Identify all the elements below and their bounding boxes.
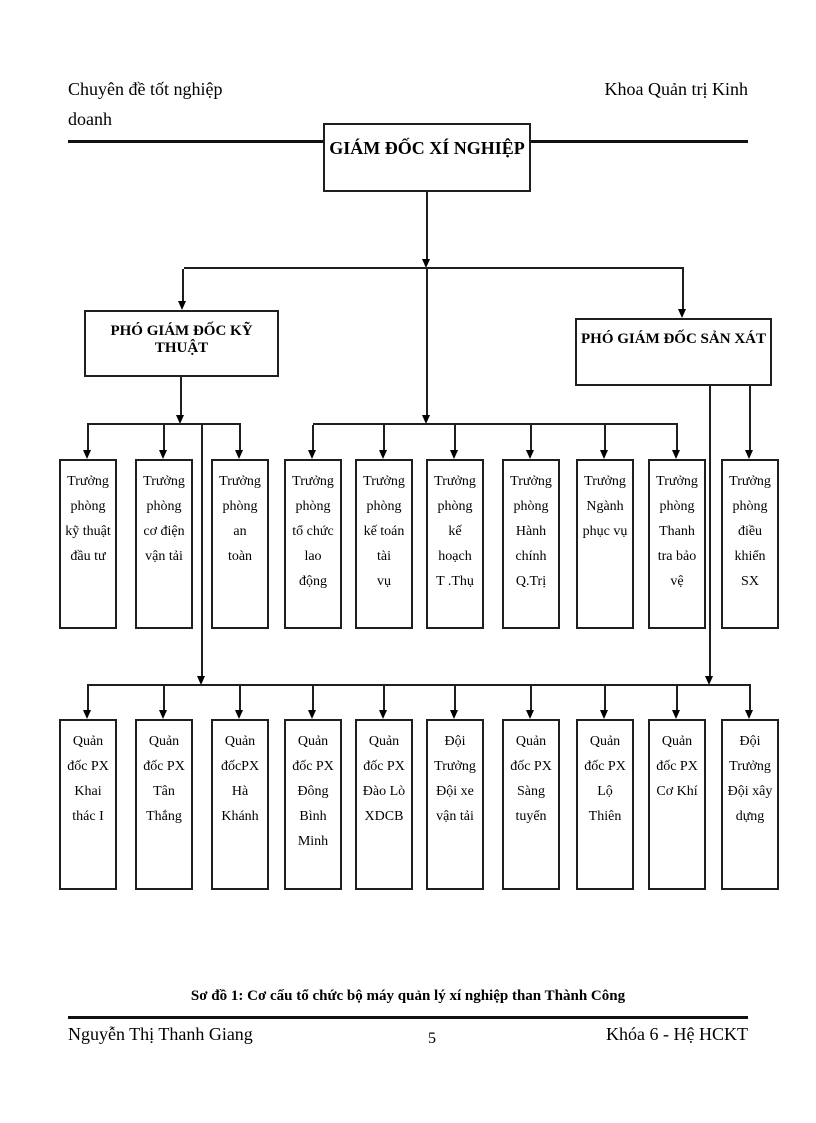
org-box-department: Trưởng phòng điều khiển SX bbox=[721, 459, 779, 629]
down-arrowhead bbox=[422, 259, 430, 268]
connector-vline bbox=[682, 269, 684, 310]
connector-vline bbox=[180, 377, 182, 416]
down-arrowhead bbox=[672, 710, 680, 719]
org-box-department: Trưởng phòng an toàn bbox=[211, 459, 269, 629]
down-arrowhead bbox=[308, 450, 316, 459]
connector-vline bbox=[239, 686, 241, 711]
connector-vline bbox=[749, 386, 751, 451]
org-box-unit: Quản đốc PX Sàng tuyển bbox=[502, 719, 560, 890]
connector-vline bbox=[182, 269, 184, 302]
org-box-department: Trưởng Ngành phục vụ bbox=[576, 459, 634, 629]
org-box-unit: Quản đốc PX Khai thác I bbox=[59, 719, 117, 890]
down-arrowhead bbox=[379, 710, 387, 719]
down-arrowhead bbox=[422, 415, 430, 424]
down-arrowhead bbox=[235, 450, 243, 459]
down-arrowhead bbox=[745, 450, 753, 459]
connector-vline bbox=[530, 425, 532, 451]
connector-vline bbox=[676, 425, 678, 451]
connector-vline bbox=[312, 425, 314, 451]
connector-vline bbox=[530, 686, 532, 711]
org-box-department: Trưởng phòng kế toán tài vụ bbox=[355, 459, 413, 629]
org-box-deputy-production: PHÓ GIÁM ĐỐC SẢN XÁT bbox=[575, 318, 772, 386]
down-arrowhead bbox=[526, 450, 534, 459]
connector-vline bbox=[454, 686, 456, 711]
down-arrowhead bbox=[178, 301, 186, 310]
connector-vline bbox=[426, 269, 428, 416]
down-arrowhead bbox=[159, 450, 167, 459]
down-arrowhead bbox=[705, 676, 713, 685]
down-arrowhead bbox=[745, 710, 753, 719]
down-arrowhead bbox=[678, 309, 686, 318]
connector-vline bbox=[749, 686, 751, 711]
connector-vline bbox=[312, 686, 314, 711]
org-box-deputy-technical: PHÓ GIÁM ĐỐC KỸ THUẬT bbox=[84, 310, 279, 377]
down-arrowhead bbox=[308, 710, 316, 719]
connector-vline bbox=[676, 686, 678, 711]
down-arrowhead bbox=[83, 450, 91, 459]
connector-vline bbox=[163, 425, 165, 451]
org-box-department: Trưởng phòng kỹ thuật đầu tư bbox=[59, 459, 117, 629]
org-box-department: Trưởng phòng kế hoạch T .Thụ bbox=[426, 459, 484, 629]
down-arrowhead bbox=[600, 710, 608, 719]
down-arrowhead bbox=[159, 710, 167, 719]
header-left-line1: Chuyên đề tốt nghiệp bbox=[68, 79, 223, 99]
connector-hline bbox=[184, 267, 684, 269]
down-arrowhead bbox=[176, 415, 184, 424]
org-box-department: Trưởng phòng Thanh tra bảo vệ bbox=[648, 459, 706, 629]
org-box-unit: Quản đốc PX Lộ Thiên bbox=[576, 719, 634, 890]
org-box-director: GIÁM ĐỐC XÍ NGHIỆP bbox=[323, 123, 531, 192]
footer-author: Nguyễn Thị Thanh Giang bbox=[68, 1024, 253, 1044]
connector-vline bbox=[201, 425, 203, 677]
down-arrowhead bbox=[83, 710, 91, 719]
org-box-unit: Đội Trưởng Đội xây dựng bbox=[721, 719, 779, 890]
org-box-department: Trưởng phòng Hành chính Q.Trị bbox=[502, 459, 560, 629]
down-arrowhead bbox=[672, 450, 680, 459]
connector-vline bbox=[383, 425, 385, 451]
footer-class-info: Khóa 6 - Hệ HCKT bbox=[606, 1024, 748, 1044]
connector-vline bbox=[239, 425, 241, 451]
connector-vline bbox=[383, 686, 385, 711]
footer-page-number: 5 bbox=[428, 1030, 436, 1047]
connector-vline bbox=[454, 425, 456, 451]
connector-vline bbox=[87, 425, 89, 451]
down-arrowhead bbox=[526, 710, 534, 719]
header-left-line2: doanh bbox=[68, 109, 112, 129]
down-arrowhead bbox=[379, 450, 387, 459]
connector-vline bbox=[604, 425, 606, 451]
down-arrowhead bbox=[235, 710, 243, 719]
down-arrowhead bbox=[450, 450, 458, 459]
connector-vline bbox=[163, 686, 165, 711]
org-box-unit: Quản đốc PX Cơ Khí bbox=[648, 719, 706, 890]
footer-rule bbox=[68, 1016, 748, 1019]
connector-hline bbox=[313, 423, 678, 425]
header-right-text: Khoa Quản trị Kinh bbox=[604, 79, 748, 99]
org-box-department: Trưởng phòng tổ chức lao động bbox=[284, 459, 342, 629]
org-box-unit: Quản đốc PX Đông Bình Minh bbox=[284, 719, 342, 890]
org-box-unit: Quản đốc PX Đào Lò XDCB bbox=[355, 719, 413, 890]
connector-hline bbox=[87, 423, 241, 425]
connector-vline bbox=[709, 386, 711, 677]
connector-vline bbox=[87, 686, 89, 711]
down-arrowhead bbox=[197, 676, 205, 685]
org-box-department: Trưởng phòng cơ điện vận tải bbox=[135, 459, 193, 629]
org-box-unit: Quản đốc PX Tân Thắng bbox=[135, 719, 193, 890]
connector-vline bbox=[426, 192, 428, 260]
connector-hline bbox=[87, 684, 751, 686]
down-arrowhead bbox=[450, 710, 458, 719]
org-box-unit: Quản đốcPX Hà Khánh bbox=[211, 719, 269, 890]
diagram-caption: Sơ đồ 1: Cơ cấu tổ chức bộ máy quản lý x… bbox=[190, 988, 626, 1004]
connector-vline bbox=[604, 686, 606, 711]
down-arrowhead bbox=[600, 450, 608, 459]
org-box-unit: Đội Trưởng Đội xe vận tải bbox=[426, 719, 484, 890]
